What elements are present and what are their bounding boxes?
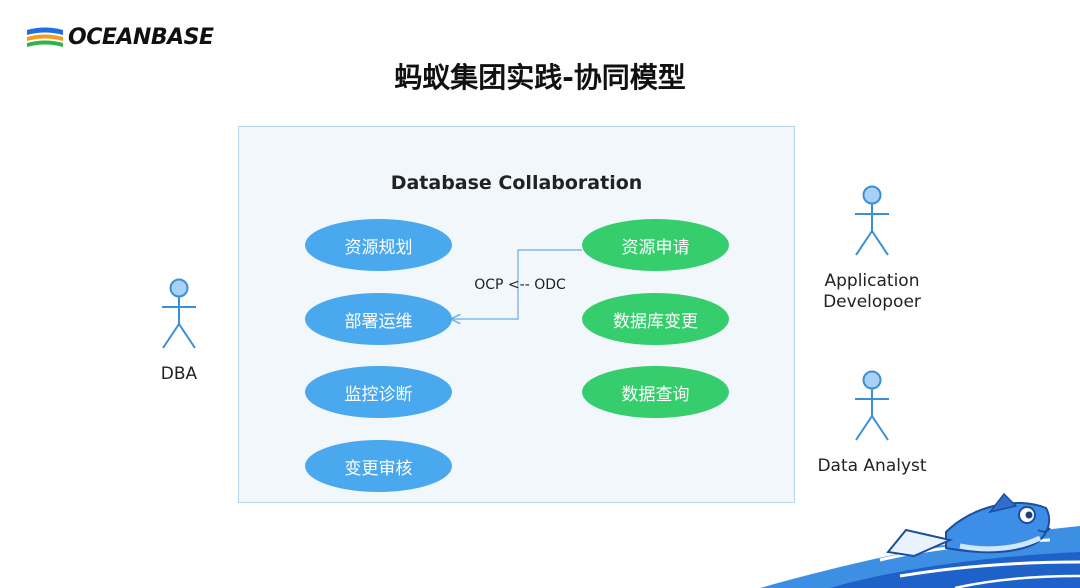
actor-app-developer-label: Application Developoer <box>802 271 942 313</box>
stick-figure-icon <box>855 370 889 441</box>
actor-dba-label: DBA <box>160 364 198 384</box>
usecase-monitoring-diagnosis[interactable]: 监控诊断 <box>305 366 452 418</box>
stick-figure-icon <box>855 185 889 256</box>
usecase-change-review[interactable]: 变更审核 <box>305 440 452 492</box>
system-title: Database Collaboration <box>390 172 643 194</box>
brand-name: OCEANBASE <box>68 25 214 50</box>
actor-app-developer-line1: Application <box>824 271 920 291</box>
usecase-database-change[interactable]: 数据库变更 <box>582 293 729 345</box>
wave-icon <box>760 526 1080 588</box>
page-title: 蚂蚁集团实践-协同模型 <box>394 61 686 94</box>
stick-figure-icon <box>162 278 196 349</box>
usecase-resource-request[interactable]: 资源申请 <box>582 219 729 271</box>
actor-app-developer-line2: Developoer <box>823 292 921 312</box>
relation-label: OCP <-- ODC <box>474 277 566 293</box>
usecase-data-query[interactable]: 数据查询 <box>582 366 729 418</box>
usecase-resource-planning[interactable]: 资源规划 <box>305 219 452 271</box>
oceanbase-logo-icon <box>27 27 63 47</box>
actor-data-analyst-label: Data Analyst <box>817 456 927 476</box>
usecase-deploy-ops[interactable]: 部署运维 <box>305 293 452 345</box>
brand-logo: OCEANBASE <box>26 24 216 52</box>
fish-mascot-icon <box>886 492 1051 558</box>
